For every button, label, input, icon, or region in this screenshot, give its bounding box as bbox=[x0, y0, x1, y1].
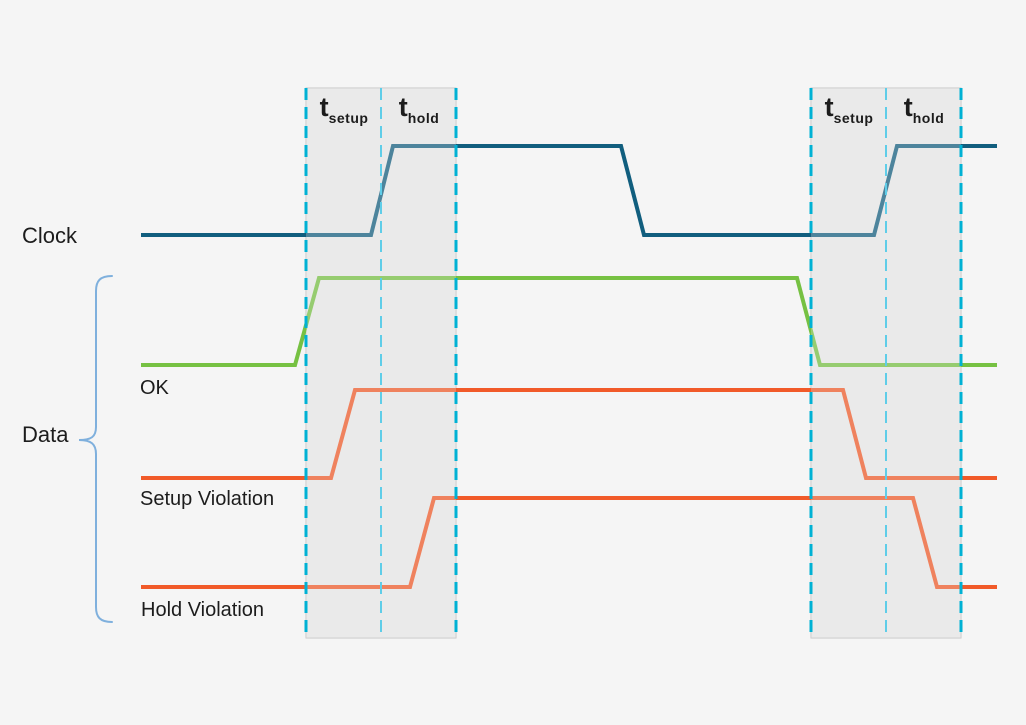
hold-subscript: hold bbox=[407, 110, 440, 126]
data-setup-violation-waveform bbox=[141, 388, 997, 480]
t-symbol: t bbox=[903, 92, 913, 122]
data-label: Data bbox=[22, 422, 69, 447]
t-symbol: t bbox=[398, 92, 408, 122]
data-group-brace bbox=[78, 275, 113, 623]
t-hold-label-window1: thold bbox=[398, 92, 440, 126]
clock-label: Clock bbox=[22, 223, 78, 248]
t-symbol: t bbox=[824, 92, 834, 122]
clock-waveform bbox=[141, 144, 997, 237]
hold-subscript: hold bbox=[912, 110, 945, 126]
setup-subscript: setup bbox=[833, 110, 874, 126]
hold-violation-label: Hold Violation bbox=[141, 599, 265, 621]
t-setup-label-window1: tsetup bbox=[319, 92, 369, 126]
ok-signal-label: OK bbox=[140, 377, 169, 399]
data-ok-waveform bbox=[141, 276, 997, 367]
t-setup-label-window2: tsetup bbox=[824, 92, 874, 126]
setup-violation-label: Setup Violation bbox=[140, 488, 275, 510]
t-symbol: t bbox=[319, 92, 329, 122]
data-hold-violation-waveform bbox=[141, 496, 997, 589]
t-hold-label-window2: thold bbox=[903, 92, 945, 126]
setup-subscript: setup bbox=[328, 110, 369, 126]
